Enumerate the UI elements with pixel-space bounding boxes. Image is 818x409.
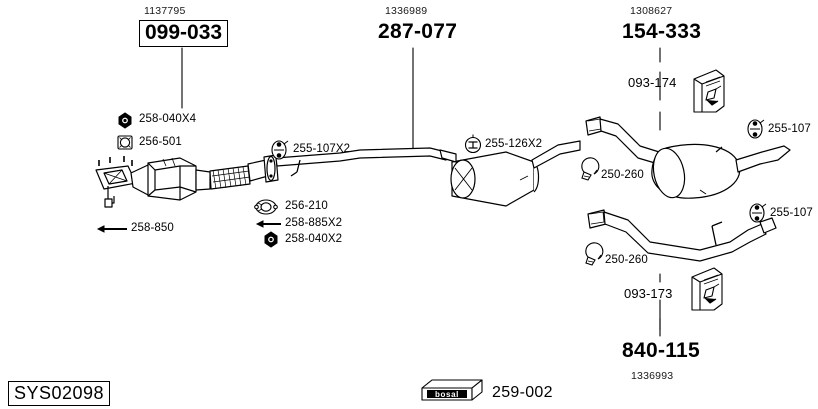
bracket-icon-093-174 — [693, 69, 725, 113]
center-muffler — [439, 140, 581, 207]
part-label-255-107-a[interactable]: 255-107 — [768, 123, 811, 135]
part-label-256-210[interactable]: 256-210 — [285, 200, 328, 212]
clamp-icon-250-260-a — [581, 157, 600, 181]
oem-number-099-033: 1137795 — [144, 5, 186, 17]
part-label-258-040x2[interactable]: 258-040X2 — [285, 233, 343, 245]
rubber-hanger-icon-255-126x2 — [464, 134, 482, 154]
part-label-250-260-a[interactable]: 250-260 — [601, 169, 644, 181]
hex-nut-icon-258-040x2 — [264, 231, 278, 248]
bracket-icon-093-173 — [691, 267, 723, 311]
group-code-287-077[interactable]: 287-077 — [378, 20, 458, 43]
group-code-099-033[interactable]: 099-033 — [139, 20, 229, 47]
part-label-256-501[interactable]: 256-501 — [139, 136, 182, 148]
svg-text:bosal: bosal — [435, 390, 459, 399]
group-code-154-333[interactable]: 154-333 — [622, 20, 702, 43]
rubber-hanger-icon-255-107-b — [749, 203, 767, 223]
part-label-093-173[interactable]: 093-173 — [624, 286, 673, 301]
hex-nut-icon-258-040x4 — [118, 112, 132, 129]
system-code-badge[interactable]: SYS02098 — [8, 381, 111, 406]
bosal-part-code[interactable]: 259-002 — [492, 384, 553, 401]
bolt-icon-258-885x2 — [255, 220, 281, 228]
oval-gasket-icon-256-210 — [254, 199, 278, 215]
bosal-box-icon: bosal — [421, 379, 483, 401]
rubber-hanger-icon-255-107-a — [747, 119, 765, 139]
part-label-255-126x2[interactable]: 255-126X2 — [485, 138, 543, 150]
oem-number-154-333: 1308627 — [630, 5, 673, 17]
bolt-icon-258-850 — [96, 225, 127, 233]
part-label-258-850[interactable]: 258-850 — [131, 222, 174, 234]
clamp-icon-250-260-b — [585, 242, 604, 266]
part-label-258-885x2[interactable]: 258-885X2 — [285, 217, 343, 229]
oem-number-840-115: 1336993 — [631, 370, 674, 382]
part-label-258-040x4[interactable]: 258-040X4 — [139, 113, 197, 125]
part-label-093-174[interactable]: 093-174 — [628, 75, 677, 90]
group-code-840-115[interactable]: 840-115 — [622, 339, 701, 362]
part-label-255-107x2[interactable]: 255-107X2 — [293, 143, 351, 155]
oem-number-287-077: 1336989 — [385, 5, 428, 17]
part-label-250-260-b[interactable]: 250-260 — [605, 254, 648, 266]
part-label-255-107-b[interactable]: 255-107 — [770, 207, 813, 219]
rubber-hanger-icon-255-107x2 — [271, 140, 289, 160]
square-gasket-icon-256-501 — [117, 135, 133, 150]
rear-muffler-assembly — [585, 116, 791, 199]
catalytic-converter-assembly — [95, 154, 279, 208]
